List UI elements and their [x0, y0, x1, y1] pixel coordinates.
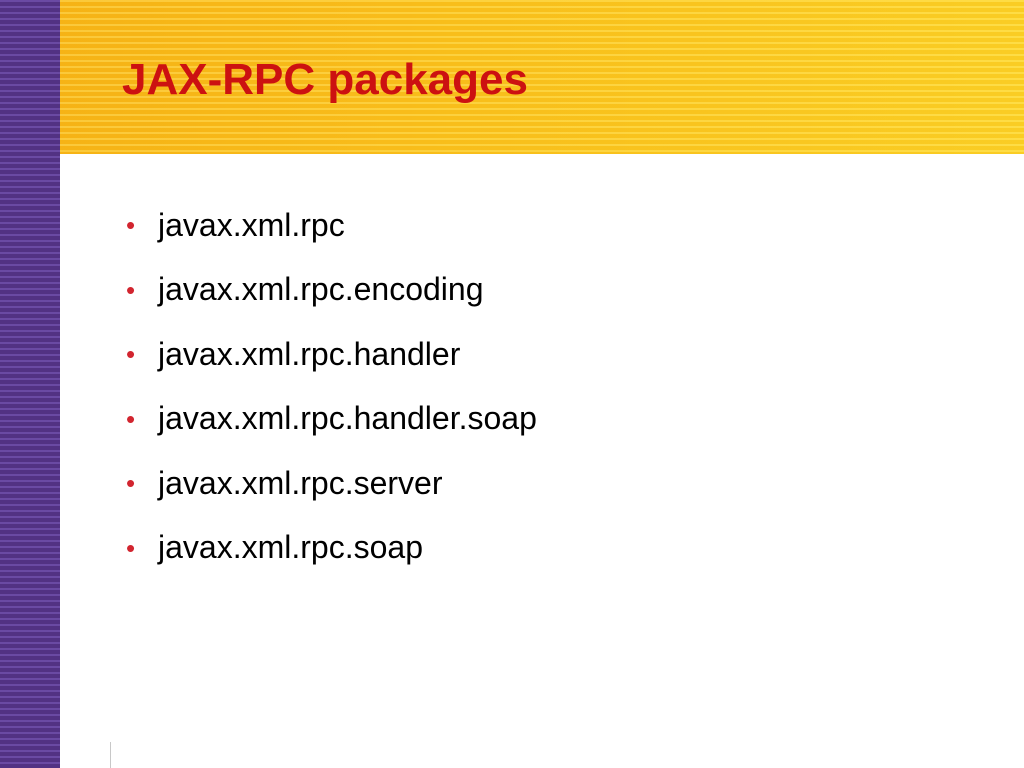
- bullet-marker: •: [126, 210, 136, 241]
- bullet-text: javax.xml.rpc.handler: [158, 335, 461, 372]
- left-decorative-band: [0, 0, 60, 768]
- footer-divider: [110, 742, 111, 768]
- bullet-text: javax.xml.rpc.soap: [158, 529, 423, 566]
- bullet-item: • javax.xml.rpc.server: [120, 451, 537, 516]
- bullet-marker: •: [126, 468, 136, 499]
- bullet-item: • javax.xml.rpc.handler.soap: [120, 387, 537, 452]
- bullet-text: javax.xml.rpc.encoding: [158, 271, 484, 308]
- bullet-item: • javax.xml.rpc: [120, 193, 537, 258]
- bullet-item: • javax.xml.rpc.soap: [120, 516, 537, 581]
- bullet-item: • javax.xml.rpc.handler: [120, 322, 537, 387]
- bullet-text: javax.xml.rpc.server: [158, 464, 443, 501]
- bullet-list: • javax.xml.rpc • javax.xml.rpc.encoding…: [120, 193, 537, 580]
- bullet-text: javax.xml.rpc.handler.soap: [158, 400, 537, 437]
- bullet-marker: •: [126, 274, 136, 305]
- bullet-item: • javax.xml.rpc.encoding: [120, 258, 537, 323]
- bullet-text: javax.xml.rpc: [158, 206, 345, 243]
- slide-title: JAX-RPC packages: [122, 55, 528, 104]
- bullet-marker: •: [126, 403, 136, 434]
- header-band: [60, 0, 1024, 154]
- bullet-marker: •: [126, 339, 136, 370]
- bullet-marker: •: [126, 532, 136, 563]
